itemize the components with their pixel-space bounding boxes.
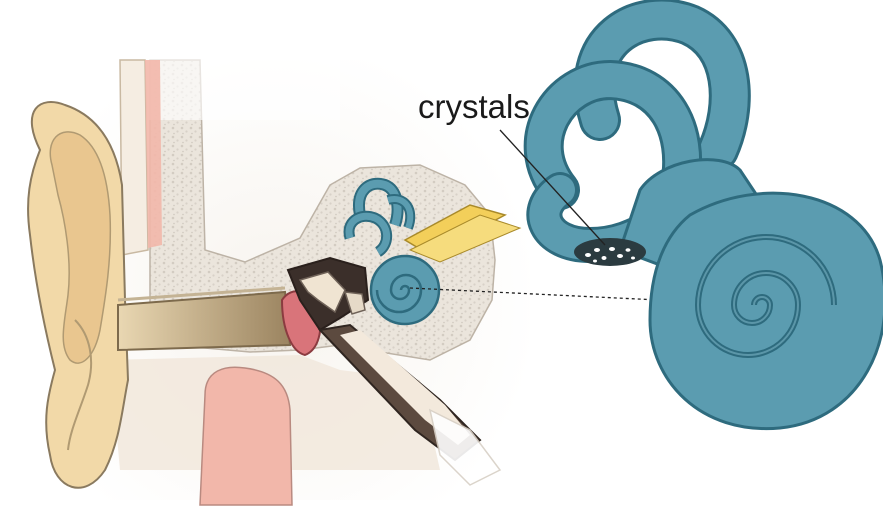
crystals-region xyxy=(574,238,646,266)
scalp-layer xyxy=(120,60,162,255)
crystals-label: crystals xyxy=(418,88,530,126)
inner-ear-large xyxy=(544,19,883,428)
jaw-tissue xyxy=(200,367,292,505)
outer-ear xyxy=(28,102,128,488)
